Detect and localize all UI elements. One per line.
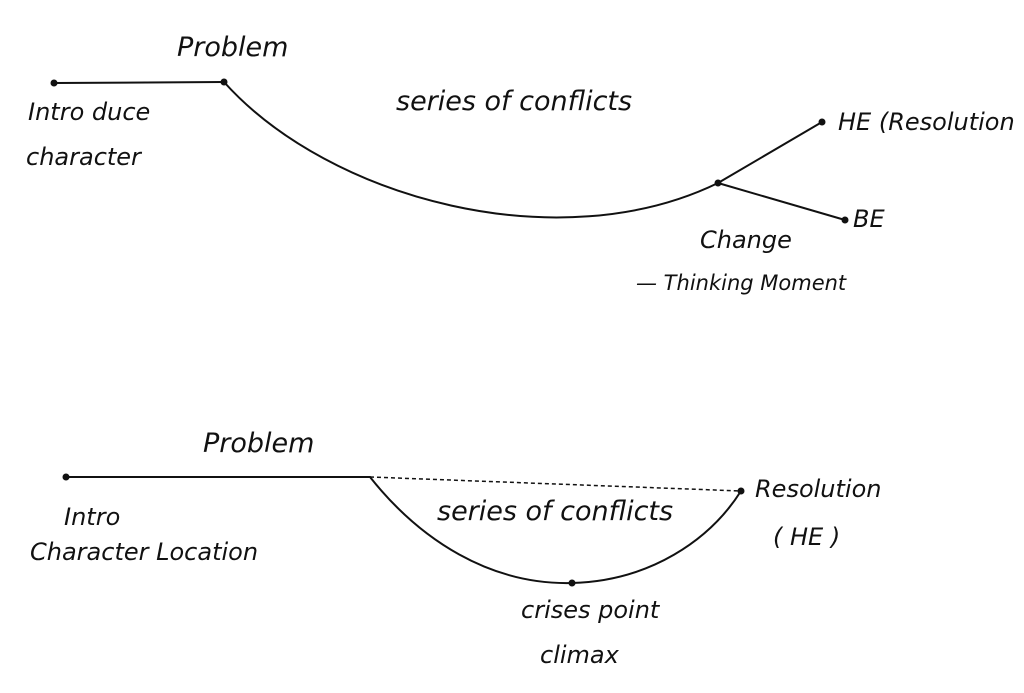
conflict-curve xyxy=(223,81,719,219)
change-label: Change xyxy=(700,226,792,254)
diagram-top: Intro duce character Problem series of c… xyxy=(26,32,1015,295)
crisis-label: crises point xyxy=(521,596,661,624)
intro-label-line-1: Intro duce xyxy=(28,98,150,126)
intro-label-2-line-1: Intro xyxy=(64,503,120,531)
conflict-curve-2 xyxy=(369,476,742,585)
resolution-label: Resolution xyxy=(755,475,881,503)
dashed-baseline xyxy=(369,476,742,492)
start-point-2 xyxy=(62,473,70,481)
he-label-2: ( HE ) xyxy=(773,523,840,551)
conflicts-label: series of conflicts xyxy=(396,86,632,117)
problem-label-2: Problem xyxy=(203,428,314,459)
conflicts-label-2: series of conflicts xyxy=(437,496,673,527)
resolution-point xyxy=(737,487,745,495)
crisis-point xyxy=(568,579,576,587)
thinking-moment-label: — Thinking Moment xyxy=(636,271,847,295)
problem-point xyxy=(220,78,228,86)
climax-label: climax xyxy=(540,641,620,669)
he-point xyxy=(818,118,826,126)
diagram-bottom: Problem Intro Character Location series … xyxy=(30,428,881,669)
change-point xyxy=(714,179,722,187)
he-label: HE (Resolution xyxy=(838,108,1015,136)
be-label: BE xyxy=(853,205,885,233)
be-point xyxy=(841,216,849,224)
be-branch-line xyxy=(717,182,846,221)
problem-label: Problem xyxy=(177,32,288,63)
intro-label-2-line-2: Character Location xyxy=(30,538,258,566)
intro-line xyxy=(53,81,225,84)
intro-label-line-2: character xyxy=(26,143,143,171)
start-point xyxy=(50,79,58,87)
he-branch-line xyxy=(717,121,823,184)
